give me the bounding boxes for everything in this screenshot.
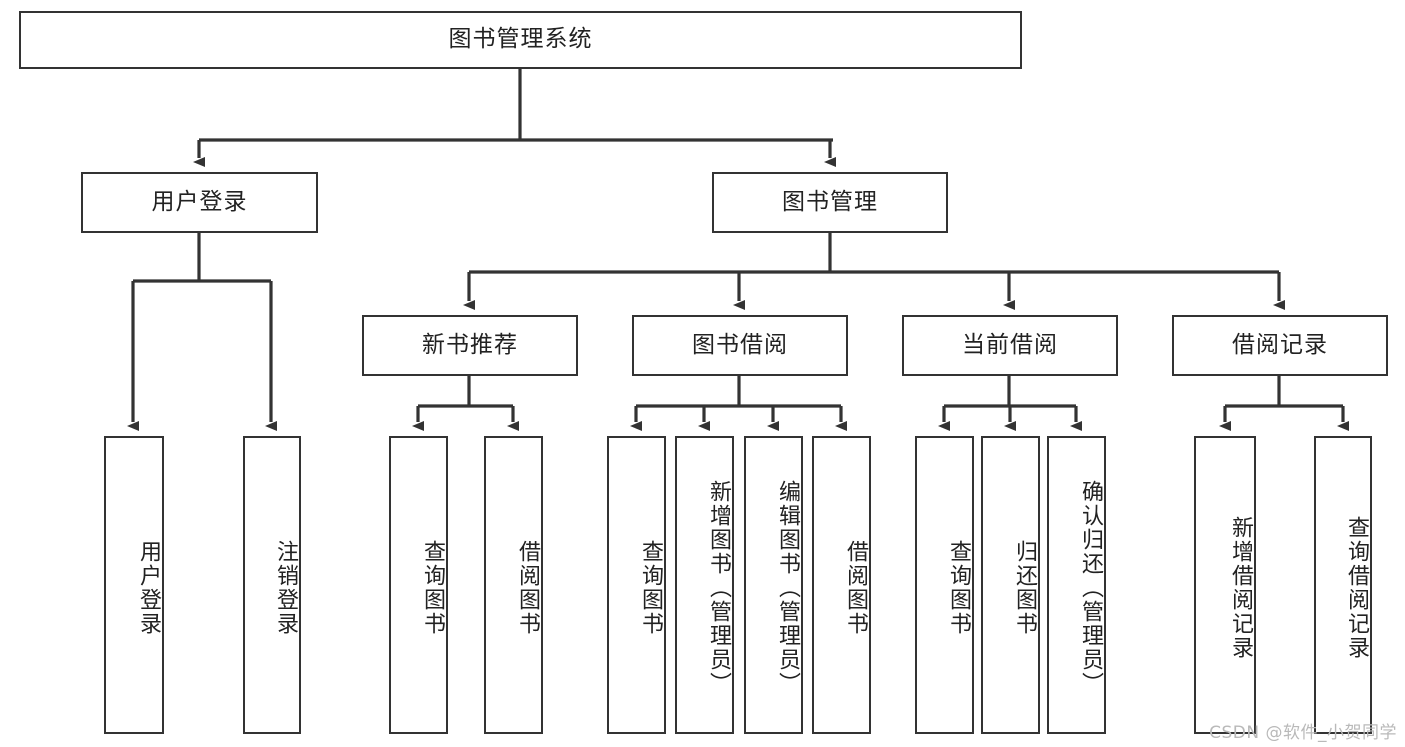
node-leaf-query-book-2-label: 查询图书: [638, 540, 663, 636]
node-new-book-rec-label: 新书推荐: [422, 331, 518, 358]
node-book-manage-label: 图书管理: [782, 188, 878, 215]
node-leaf-borrow-book-1-label: 借阅图书: [515, 540, 540, 636]
node-leaf-add-book[interactable]: 新增图书（管理员）: [675, 436, 734, 734]
node-root[interactable]: 图书管理系统: [19, 11, 1022, 69]
node-leaf-borrow-book-2[interactable]: 借阅图书: [812, 436, 871, 734]
node-leaf-query-book-3[interactable]: 查询图书: [915, 436, 974, 734]
node-new-book-rec[interactable]: 新书推荐: [362, 315, 578, 376]
node-leaf-confirm-return-label: 确认归还（管理员）: [1078, 480, 1103, 696]
node-leaf-add-record[interactable]: 新增借阅记录: [1194, 436, 1256, 734]
node-leaf-add-record-label: 新增借阅记录: [1228, 516, 1253, 660]
node-borrow-record[interactable]: 借阅记录: [1172, 315, 1388, 376]
node-leaf-user-login-label: 用户登录: [136, 540, 161, 636]
node-root-label: 图书管理系统: [448, 26, 593, 53]
node-leaf-query-book-1-label: 查询图书: [420, 540, 445, 636]
node-book-manage[interactable]: 图书管理: [712, 172, 948, 233]
node-leaf-query-book-1[interactable]: 查询图书: [389, 436, 448, 734]
node-leaf-edit-book[interactable]: 编辑图书（管理员）: [744, 436, 803, 734]
node-leaf-query-book-3-label: 查询图书: [946, 540, 971, 636]
node-leaf-query-record-label: 查询借阅记录: [1344, 516, 1369, 660]
node-book-borrow-label: 图书借阅: [692, 331, 788, 358]
node-leaf-logout-label: 注销登录: [273, 540, 298, 636]
node-borrow-record-label: 借阅记录: [1232, 331, 1328, 358]
node-leaf-user-login[interactable]: 用户登录: [104, 436, 164, 734]
node-leaf-edit-book-label: 编辑图书（管理员）: [775, 480, 800, 696]
watermark: CSDN @软件_小贺同学: [1209, 723, 1397, 743]
node-leaf-add-book-label: 新增图书（管理员）: [706, 480, 731, 696]
node-leaf-borrow-book-1[interactable]: 借阅图书: [484, 436, 543, 734]
node-leaf-logout[interactable]: 注销登录: [243, 436, 301, 734]
node-current-borrow-label: 当前借阅: [962, 331, 1058, 358]
node-leaf-return-book-label: 归还图书: [1012, 540, 1037, 636]
node-leaf-query-book-2[interactable]: 查询图书: [607, 436, 666, 734]
node-leaf-query-record[interactable]: 查询借阅记录: [1314, 436, 1372, 734]
node-leaf-return-book[interactable]: 归还图书: [981, 436, 1040, 734]
node-user-login[interactable]: 用户登录: [81, 172, 318, 233]
node-current-borrow[interactable]: 当前借阅: [902, 315, 1118, 376]
node-leaf-borrow-book-2-label: 借阅图书: [843, 540, 868, 636]
node-user-login-label: 用户登录: [151, 188, 248, 215]
node-book-borrow[interactable]: 图书借阅: [632, 315, 848, 376]
node-leaf-confirm-return[interactable]: 确认归还（管理员）: [1047, 436, 1106, 734]
